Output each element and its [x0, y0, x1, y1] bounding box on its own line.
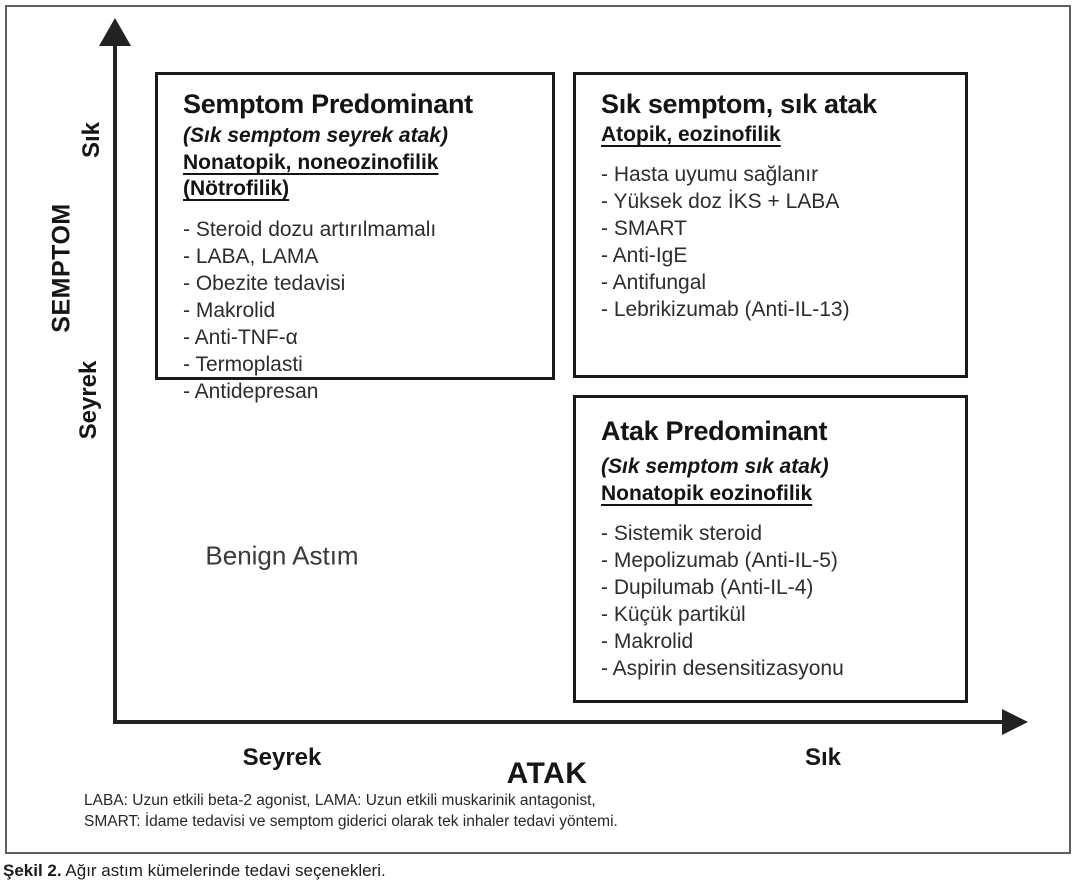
- treatment-item: - Dupilumab (Anti-IL-4): [601, 576, 814, 600]
- quadrant-subtitle: (Sık semptom seyrek atak): [183, 124, 448, 148]
- quadrant-subtitle: (Sık semptom sık atak): [601, 455, 829, 479]
- treatment-list: - Steroid dozu artırılmamalı - LABA, LAMA…: [183, 216, 542, 405]
- treatment-list: - Sistemik steroid - Mepolizumab (Anti-IL…: [601, 520, 955, 682]
- x-axis-arrow-icon: [1002, 709, 1028, 735]
- treatment-item: - Anti-IgE: [601, 244, 688, 268]
- treatment-item: - Sistemik steroid: [601, 522, 763, 546]
- treatment-item: - Makrolid: [183, 298, 276, 322]
- treatment-item: - LABA, LAMA: [183, 244, 319, 268]
- treatment-item: - Termoplasti: [183, 352, 303, 376]
- quadrant-phenotype: Atopik, eozinofilik: [601, 123, 781, 147]
- footnotes: LABA: Uzun etkili beta-2 agonist, LAMA: …: [84, 790, 618, 832]
- treatment-item: - Hasta uyumu sağlanır: [601, 163, 819, 187]
- treatment-item: - SMART: [601, 217, 687, 241]
- treatment-item: - Antifungal: [601, 271, 707, 295]
- benign-asthma-label: Benign Astım: [205, 540, 359, 571]
- treatment-item: - Yüksek doz İKS + LABA: [601, 190, 840, 214]
- treatment-item: - Anti-TNF-α: [183, 325, 298, 349]
- treatment-item: - Mepolizumab (Anti-IL-5): [601, 549, 838, 573]
- quadrant-semptom-predominant: Semptom Predominant (Sık semptom seyrek …: [155, 72, 555, 403]
- treatment-item: - Antidepresan: [183, 379, 319, 403]
- y-axis-line: [113, 40, 117, 724]
- quadrant-title: Semptom Predominant: [183, 89, 473, 119]
- figure-frame: [5, 5, 1071, 854]
- figure-caption-label: Şekil 2.: [3, 861, 62, 880]
- treatment-item: - Küçük partikül: [601, 603, 746, 627]
- figure-caption: Şekil 2. Ağır astım kümelerinde tedavi s…: [3, 861, 386, 881]
- x-axis-low-label: Seyrek: [242, 744, 322, 771]
- y-axis-low-label: Seyrek: [75, 360, 102, 440]
- footnote-line: SMART: İdame tedavisi ve semptom gideric…: [84, 813, 618, 830]
- x-axis-high-label: Sık: [804, 744, 842, 771]
- quadrant-phenotype: Nonatopik, noneozinofilik (Nötrofilik): [183, 151, 439, 201]
- treatment-item: - Obezite tedavisi: [183, 271, 346, 295]
- quadrant-atak-predominant: Atak Predominant (Sık semptom sık atak) …: [573, 395, 968, 703]
- treatment-item: - Makrolid: [601, 630, 694, 654]
- treatment-item: - Aspirin desensitizasyonu: [601, 657, 844, 681]
- x-axis-title: ATAK: [506, 757, 588, 790]
- quadrant-sik-semptom-sik-atak: Sık semptom, sık atak Atopik, eozinofili…: [573, 72, 968, 378]
- treatment-item: - Steroid dozu artırılmamalı: [183, 217, 437, 241]
- quadrant-phenotype: Nonatopik eozinofilik: [601, 482, 813, 506]
- quadrant-title: Atak Predominant: [601, 416, 828, 446]
- footnote-line: LABA: Uzun etkili beta-2 agonist, LAMA: …: [84, 792, 596, 809]
- figure-caption-text: Ağır astım kümelerinde tedavi seçenekler…: [65, 861, 386, 880]
- y-axis-arrow-icon: [99, 18, 131, 46]
- treatment-list: - Hasta uyumu sağlanır - Yüksek doz İKS +…: [601, 161, 955, 323]
- quadrant-title: Sık semptom, sık atak: [601, 89, 877, 119]
- treatment-item: - Lebrikizumab (Anti-IL-13): [601, 298, 850, 322]
- x-axis-line: [115, 720, 1005, 724]
- y-axis-high-label: Sık: [78, 121, 105, 159]
- y-axis-title: SEMPTOM: [47, 203, 76, 333]
